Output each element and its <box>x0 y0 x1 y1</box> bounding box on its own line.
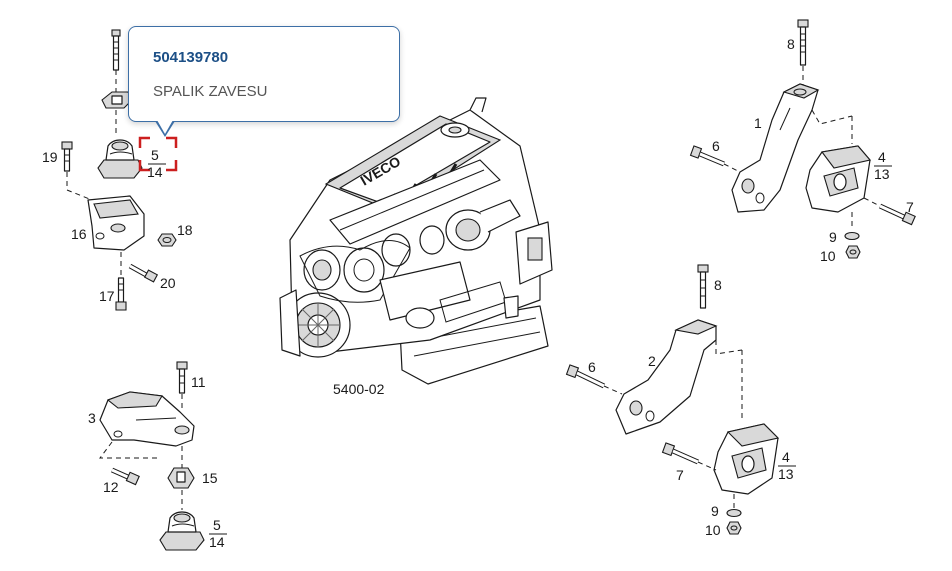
callout-19[interactable]: 19 <box>42 149 58 165</box>
bolt-part-8-upper <box>797 19 809 66</box>
callout-4-lower[interactable]: 4 <box>782 449 790 465</box>
tooltip-part-number[interactable]: 504139780 <box>153 49 229 66</box>
tooltip-part-name: SPALIK ZAVESU <box>153 83 268 100</box>
callout-7-upper[interactable]: 7 <box>906 199 914 215</box>
callout-9-lower[interactable]: 9 <box>711 503 719 519</box>
callout-8-upper[interactable]: 8 <box>787 36 795 52</box>
bracket-part-16 <box>87 195 145 251</box>
washer-part-9-lower <box>726 508 742 518</box>
callout-8-lower[interactable]: 8 <box>714 277 722 293</box>
rubber-block-part-4-lower <box>713 423 780 495</box>
callout-12[interactable]: 12 <box>103 479 119 495</box>
bolt-part-20 <box>128 263 159 283</box>
callout-16[interactable]: 16 <box>71 226 87 242</box>
callout-4-upper[interactable]: 4 <box>878 149 886 165</box>
tooltip-pointer-fill <box>157 120 173 134</box>
callout-11[interactable]: 11 <box>191 374 206 390</box>
callout-13-lower[interactable]: 13 <box>778 466 794 482</box>
nut-part-10-lower <box>726 521 742 535</box>
bolt-part-6-upper <box>689 145 725 167</box>
nut-part-18 <box>157 233 177 247</box>
highlight-box-part-5[interactable] <box>138 136 178 172</box>
callout-18[interactable]: 18 <box>177 222 193 238</box>
callout-13-upper[interactable]: 13 <box>874 166 890 182</box>
callout-6-lower[interactable]: 6 <box>588 359 596 375</box>
rubber-block-part-4-upper <box>805 145 872 213</box>
callout-9-upper[interactable]: 9 <box>829 229 837 245</box>
callout-20[interactable]: 20 <box>160 275 176 291</box>
callout-5-lower[interactable]: 5 <box>213 517 221 533</box>
bracket-part-3 <box>99 391 195 447</box>
rubber-mount-part-5 <box>97 139 143 179</box>
mount-assembly-right-lower <box>565 264 780 535</box>
rubber-mount-part-5-lower <box>159 511 205 551</box>
nut-part-10-upper <box>845 245 861 259</box>
washer-part-9-upper <box>844 231 860 241</box>
washer-part <box>101 91 133 109</box>
callout-3[interactable]: 3 <box>88 410 96 426</box>
callout-2[interactable]: 2 <box>648 353 656 369</box>
callout-6-upper[interactable]: 6 <box>712 138 720 154</box>
engine-illustration: IVECO <box>279 97 553 385</box>
callout-5-top[interactable]: 5 <box>151 147 159 163</box>
nut-part-15 <box>167 467 195 489</box>
mount-assembly-front-left <box>61 29 177 311</box>
bolt-part-8-lower <box>697 264 709 309</box>
callout-15[interactable]: 15 <box>202 470 218 486</box>
callout-14-top[interactable]: 14 <box>147 164 163 180</box>
bolt-part-7-lower <box>661 442 700 465</box>
bolt-part-17 <box>115 277 127 311</box>
mount-assembly-right-upper <box>689 19 916 259</box>
callout-17[interactable]: 17 <box>99 288 115 304</box>
part-tooltip: 504139780 SPALIK ZAVESU <box>128 26 400 137</box>
callout-7-lower[interactable]: 7 <box>676 467 684 483</box>
bracket-part-1 <box>731 83 820 213</box>
callout-labels: 5 14 19 16 18 20 17 5400-02 8 1 6 4 13 7… <box>42 36 914 550</box>
bolt-part-19 <box>61 141 73 172</box>
mount-assembly-rear-left <box>99 361 205 551</box>
callout-14-lower[interactable]: 14 <box>209 534 225 550</box>
callout-10-upper[interactable]: 10 <box>820 248 836 264</box>
group-code-label: 5400-02 <box>333 381 385 397</box>
bracket-part-2 <box>615 319 718 435</box>
bolt-part-19-top <box>111 29 121 71</box>
bolt-part-7-upper <box>878 203 916 226</box>
bolt-part-11 <box>176 361 188 394</box>
bolt-part-12 <box>110 467 140 486</box>
callout-1[interactable]: 1 <box>754 115 762 131</box>
bolt-part-6-lower <box>565 364 606 389</box>
callout-10-lower[interactable]: 10 <box>705 522 721 538</box>
